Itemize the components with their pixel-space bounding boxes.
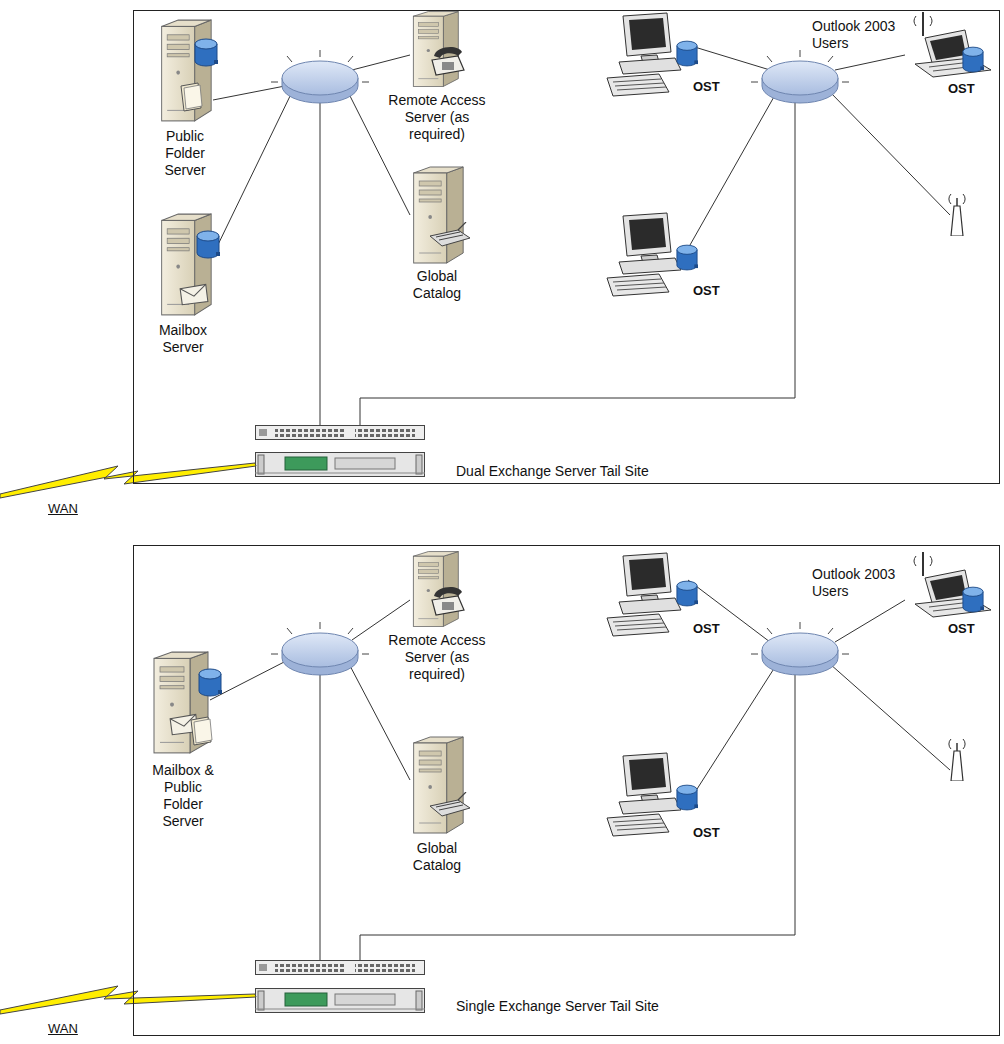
server-box: Public Folder Server [150,128,220,179]
panel-title: Dual Exchange Server Tail Site [456,463,649,479]
ost-label: OST [693,282,720,299]
panel-title: Single Exchange Server Tail Site [456,998,659,1014]
ost-label: OST [948,620,975,637]
server-label: Mailbox Server [159,322,207,355]
wan-label: WAN [48,1020,78,1037]
wan-label: WAN [48,500,78,517]
server-label: Remote Access Server (as required) [388,92,485,142]
server-label: Global Catalog [413,840,461,873]
server-label: Global Catalog [413,268,461,301]
server-box: Mailbox & Public Folder Server [143,762,223,830]
user-group-label: Outlook 2003 Users [812,566,912,600]
server-box: Mailbox Server [143,322,223,356]
server-label: Mailbox & Public Folder Server [152,762,213,829]
ost-label: OST [693,620,720,637]
user-group-label: Outlook 2003 Users [812,18,912,52]
ost-label: OST [693,78,720,95]
server-box: Global Catalog [401,840,473,874]
server-label: Remote Access Server (as required) [388,632,485,682]
ost-label: OST [693,824,720,841]
ost-label: OST [948,80,975,97]
server-box: Global Catalog [401,268,473,302]
server-box: Remote Access Server (as required) [382,632,492,683]
server-label: Public Folder Server [164,128,205,178]
tail-site-panel: Dual Exchange Server Tail Site Public Fol… [133,10,1000,484]
tail-site-panel: Single Exchange Server Tail Site Remote A… [133,545,1000,1036]
server-box: Remote Access Server (as required) [382,92,492,143]
